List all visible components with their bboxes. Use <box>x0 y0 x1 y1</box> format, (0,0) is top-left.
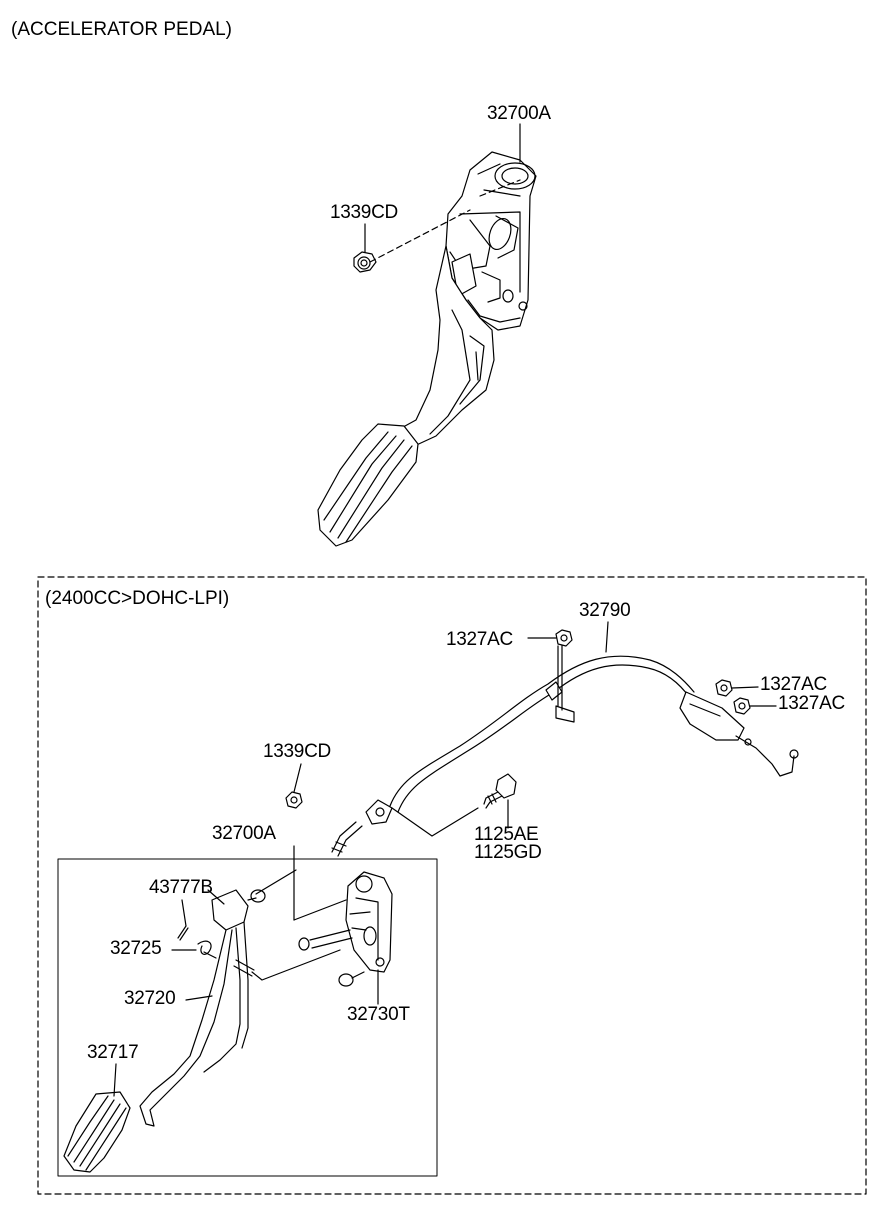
part-label-32790[interactable]: 32790 <box>579 600 631 621</box>
throttle-cable-32790[interactable] <box>331 643 799 857</box>
part-label-32700a-top[interactable]: 32700A <box>487 103 551 124</box>
nut-1327ac-b[interactable] <box>715 679 733 697</box>
bolt-1125ae[interactable] <box>483 773 517 809</box>
nut-1327ac-c[interactable] <box>733 697 751 715</box>
part-label-1125ae[interactable]: 1125AE <box>474 824 539 845</box>
exploded-view-box <box>57 858 438 1177</box>
pedal-arm-32720[interactable] <box>139 869 341 1127</box>
part-label-1327ac-a[interactable]: 1327AC <box>446 629 513 650</box>
part-label-1327ac-b[interactable]: 1327AC <box>760 674 827 695</box>
variant-boundary-box <box>37 576 867 1195</box>
variant-label: (2400CC>DOHC-LPI) <box>45 588 230 609</box>
part-label-1339cd-bottom[interactable]: 1339CD <box>263 741 331 762</box>
part-label-43777b[interactable]: 43777B <box>149 877 213 898</box>
pedal-bracket-32730t[interactable] <box>298 871 393 987</box>
nut-1327ac-a[interactable] <box>555 629 573 647</box>
accelerator-pedal-assembly-top[interactable] <box>317 151 537 547</box>
part-label-1339cd-top[interactable]: 1339CD <box>330 202 398 223</box>
part-label-1125gd[interactable]: 1125GD <box>474 842 542 863</box>
nut-1339cd-top[interactable] <box>353 251 377 273</box>
diagram-title: (ACCELERATOR PEDAL) <box>11 19 233 40</box>
part-label-32730t[interactable]: 32730T <box>347 1004 410 1025</box>
part-label-32725[interactable]: 32725 <box>110 938 162 959</box>
part-label-1327ac-c[interactable]: 1327AC <box>778 693 845 714</box>
part-label-32717[interactable]: 32717 <box>87 1042 139 1063</box>
nut-1339cd-bottom[interactable] <box>285 791 303 809</box>
pedal-pad-32717[interactable] <box>63 1091 131 1173</box>
part-label-32700a-bottom[interactable]: 32700A <box>212 823 276 844</box>
part-label-32720[interactable]: 32720 <box>124 988 176 1009</box>
